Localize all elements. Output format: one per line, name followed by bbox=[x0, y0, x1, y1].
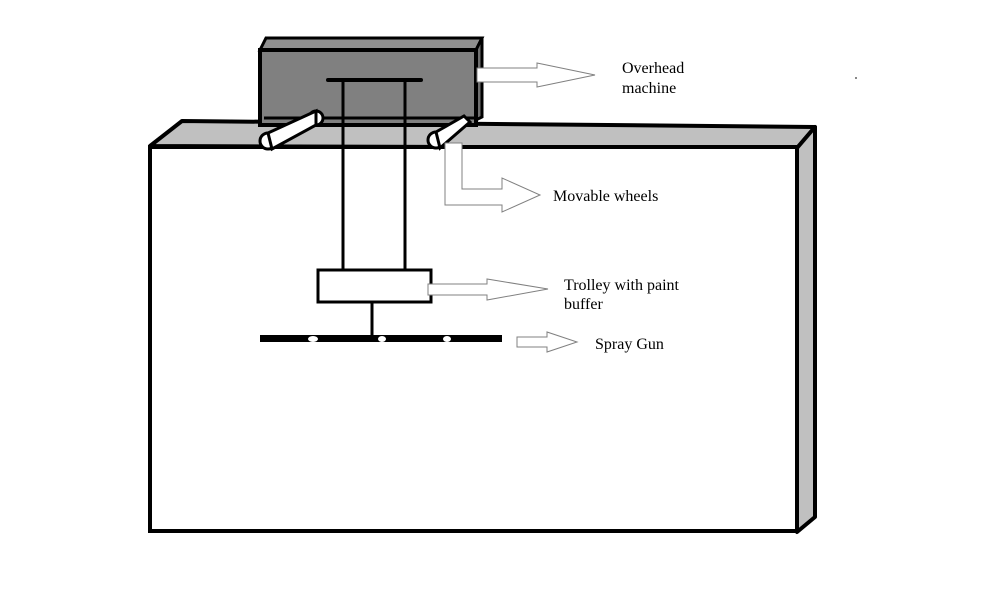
label-overhead-machine-line1: Overhead bbox=[622, 60, 684, 77]
movable-wheels bbox=[258, 108, 473, 152]
arrow-trolley bbox=[427, 278, 549, 301]
label-trolley-line1: Trolley with paint bbox=[564, 277, 680, 294]
label-trolley: Trolley with paint buffer bbox=[564, 277, 683, 313]
arrow-spray-gun bbox=[516, 331, 579, 353]
label-spray-gun: Spray Gun bbox=[595, 336, 664, 353]
arrow-movable-wheels bbox=[444, 142, 542, 213]
spray-nozzle bbox=[378, 336, 386, 342]
stray-dot bbox=[855, 77, 857, 79]
label-spray-gun-line1: Spray Gun bbox=[595, 336, 664, 353]
label-overhead-machine-line2: machine bbox=[622, 80, 676, 97]
spray-gun bbox=[260, 335, 502, 342]
label-movable-wheels-line1: Movable wheels bbox=[553, 188, 658, 205]
label-trolley-line2: buffer bbox=[564, 296, 603, 313]
trolley-paint-buffer bbox=[316, 268, 433, 304]
spray-nozzle bbox=[308, 336, 318, 342]
spray-nozzle bbox=[443, 336, 451, 342]
overhead-machine bbox=[257, 36, 485, 127]
wall-side-face bbox=[795, 125, 817, 534]
label-overhead-machine: Overhead machine bbox=[622, 60, 688, 97]
label-movable-wheels: Movable wheels bbox=[553, 188, 658, 205]
arrow-overhead-machine bbox=[476, 62, 596, 88]
wall-top-face bbox=[148, 119, 817, 150]
